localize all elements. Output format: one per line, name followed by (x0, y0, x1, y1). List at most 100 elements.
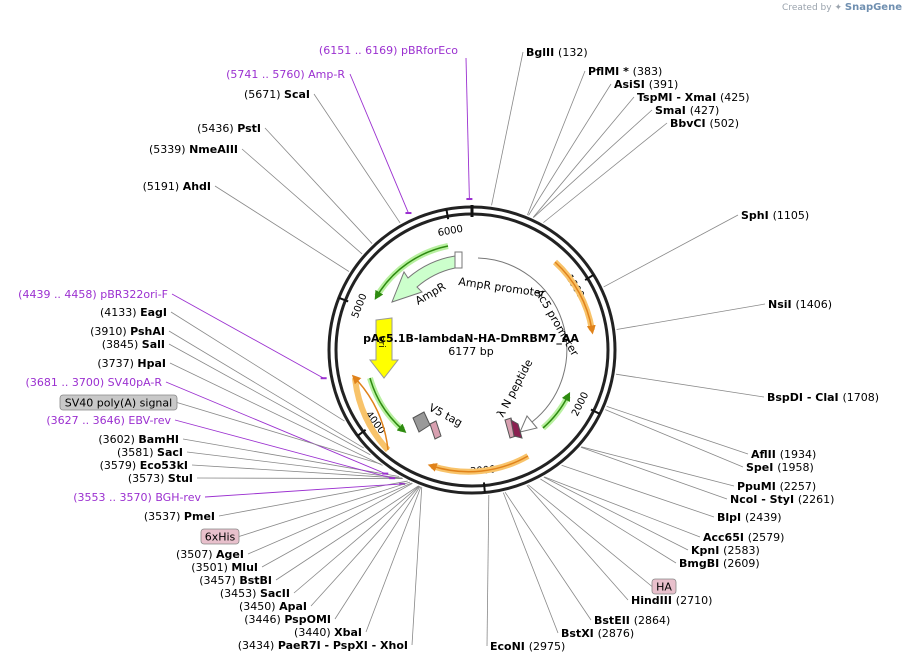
primer-label-bgh-rev[interactable]: (3553 .. 3570) BGH-rev (73, 491, 201, 504)
enzyme-label-scai[interactable]: (5671) ScaI (244, 88, 310, 101)
enzyme-label-ahdi[interactable]: (5191) AhdI (143, 180, 211, 193)
enzyme-leader (544, 476, 701, 538)
credit-prefix: Created by (782, 3, 832, 13)
green-arc-left (369, 377, 407, 433)
enzyme-label-pshai[interactable]: (3910) PshAI (90, 325, 165, 338)
primer-label-pbrforeco[interactable]: (6151 .. 6169) pBRforEco (319, 44, 458, 57)
enzyme-leader (532, 96, 635, 218)
enzyme-leader (275, 485, 419, 581)
enzyme-leader (169, 362, 383, 466)
enzyme-label-asisi[interactable]: AsiSI (391) (614, 78, 678, 91)
enzyme-label-bsteii[interactable]: BstEII (2864) (594, 614, 670, 627)
enzyme-name: SalI (142, 338, 165, 351)
enzyme-name: HpaI (137, 357, 166, 370)
primer-leader (174, 419, 393, 479)
enzyme-label-paer7i-pspxi-xhoi[interactable]: (3434) PaeR7I - PspXI - XhoI (238, 639, 408, 652)
enzyme-label-aflii[interactable]: AflII (1934) (751, 448, 816, 461)
feature-box-ha[interactable] (651, 578, 677, 595)
enzyme-leader (528, 83, 612, 216)
enzyme-label-bmgbi[interactable]: BmgBI (2609) (679, 557, 760, 570)
green-arc-right (542, 391, 571, 429)
enzyme-position: (3457) (199, 574, 239, 587)
feature-box-6xhis[interactable] (200, 528, 240, 545)
primer-label-ebv-rev[interactable]: (3627 .. 3646) EBV-rev (46, 414, 171, 427)
enzyme-position: (2261) (798, 493, 835, 506)
enzyme-leader (168, 343, 371, 456)
enzyme-label-bstxi[interactable]: BstXI (2876) (561, 627, 634, 640)
enzyme-label-pflmi[interactable]: PflMI * (383) (588, 65, 662, 78)
enzyme-leader (486, 495, 490, 647)
enzyme-name: EagI (140, 306, 167, 319)
enzyme-position: (2864) (634, 614, 671, 627)
enzyme-label-nsii[interactable]: NsiI (1406) (768, 298, 832, 311)
enzyme-label-bbvci[interactable]: BbvCI (502) (670, 117, 739, 130)
enzyme-name: NcoI - StyI (730, 493, 798, 506)
enzyme-leader (543, 122, 668, 223)
enzyme-position: (3737) (97, 357, 137, 370)
enzyme-label-acc65i[interactable]: Acc65I (2579) (703, 531, 784, 544)
enzyme-leader (504, 491, 592, 621)
enzyme-label-tspmi-xmai[interactable]: TspMI - XmaI (425) (637, 91, 750, 104)
enzyme-label-pmei[interactable]: (3537) PmeI (144, 510, 215, 523)
enzyme-label-ncoi-styi[interactable]: NcoI - StyI (2261) (730, 493, 834, 506)
enzyme-label-smai[interactable]: SmaI (427) (655, 104, 719, 117)
enzyme-label-eco53ki[interactable]: (3579) Eco53kI (100, 459, 188, 472)
enzyme-label-xbai[interactable]: (3440) XbaI (294, 626, 362, 639)
enzyme-label-nmeaiii[interactable]: (5339) NmeAIII (149, 143, 238, 156)
enzyme-label-kpni[interactable]: KpnI (2583) (691, 544, 760, 557)
leader-lines (165, 51, 766, 647)
enzyme-label-pspomi[interactable]: (3446) PspOMI (244, 613, 331, 626)
enzyme-leader (191, 464, 403, 479)
enzyme-leader (310, 485, 420, 607)
enzyme-name: NmeAIII (189, 143, 238, 156)
enzyme-name: BlpI (717, 511, 745, 524)
enzyme-label-hindiii[interactable]: HindIII (2710) (631, 594, 712, 607)
enzyme-position: (132) (558, 46, 588, 59)
enzyme-label-ppumi[interactable]: PpuMI (2257) (737, 480, 816, 493)
snapgene-logo-icon: ✦ (834, 3, 842, 13)
enzyme-name: AhdI (183, 180, 211, 193)
enzyme-name: SacII (260, 587, 290, 600)
enzyme-label-stui[interactable]: (3573) StuI (128, 472, 193, 485)
enzyme-label-spei[interactable]: SpeI (1958) (746, 461, 814, 474)
v5-tag-box (412, 411, 431, 433)
orange-arc-bottom (427, 455, 529, 473)
enzyme-position: (502) (709, 117, 739, 130)
primer-range: (4439 .. 4458) (18, 288, 100, 301)
enzyme-label-bglii[interactable]: BglII (132) (526, 46, 588, 59)
primer-range: (6151 .. 6169) (319, 44, 401, 57)
enzyme-label-bstbi[interactable]: (3457) BstBI (199, 574, 272, 587)
enzyme-label-bamhi[interactable]: (3602) BamHI (98, 433, 179, 446)
enzyme-name: MluI (231, 561, 258, 574)
primer-label-sv40pa-r[interactable]: (3681 .. 3700) SV40pA-R (26, 376, 163, 389)
feature-box-label: HA (656, 581, 672, 594)
enzyme-leader (214, 185, 350, 272)
enzyme-label-apai[interactable]: (3450) ApaI (239, 600, 307, 613)
primer-label-amp-r[interactable]: (5741 .. 5760) Amp-R (226, 68, 345, 81)
enzyme-leader (606, 405, 749, 455)
enzyme-label-saci[interactable]: (3581) SacI (117, 446, 183, 459)
enzyme-label-econi[interactable]: EcoNI (2975) (490, 640, 565, 653)
enzyme-leader (543, 476, 689, 551)
enzyme-label-sphi[interactable]: SphI (1105) (741, 209, 809, 222)
enzyme-label-bspdi-clai[interactable]: BspDI - ClaI (1708) (767, 391, 879, 404)
enzyme-leader (365, 486, 422, 633)
enzyme-label-blpi[interactable]: BlpI (2439) (717, 511, 782, 524)
enzyme-label-psti[interactable]: (5436) PstI (197, 122, 261, 135)
enzyme-name: PshAI (130, 325, 165, 338)
primer-name: EBV-rev (128, 414, 171, 427)
enzyme-label-sali[interactable]: (3845) SalI (102, 338, 165, 351)
enzyme-position: (3434) (238, 639, 278, 652)
primer-label-pbr322ori-f[interactable]: (4439 .. 4458) pBR322ori-F (18, 288, 168, 301)
tick-label: 6000 (437, 224, 464, 239)
enzyme-name: Eco53kI (140, 459, 188, 472)
enzyme-label-hpai[interactable]: (3737) HpaI (97, 357, 166, 370)
enzyme-label-eagi[interactable]: (4133) EagI (100, 306, 167, 319)
enzyme-label-mlui[interactable]: (3501) MluI (191, 561, 258, 574)
enzyme-label-sacii[interactable]: (3453) SacII (220, 587, 290, 600)
enzyme-label-agei[interactable]: (3507) AgeI (176, 548, 244, 561)
enzyme-leader (334, 486, 421, 620)
enzyme-name: BstEII (594, 614, 634, 627)
feature-box-sv40-poly-a-signal[interactable] (59, 394, 178, 411)
